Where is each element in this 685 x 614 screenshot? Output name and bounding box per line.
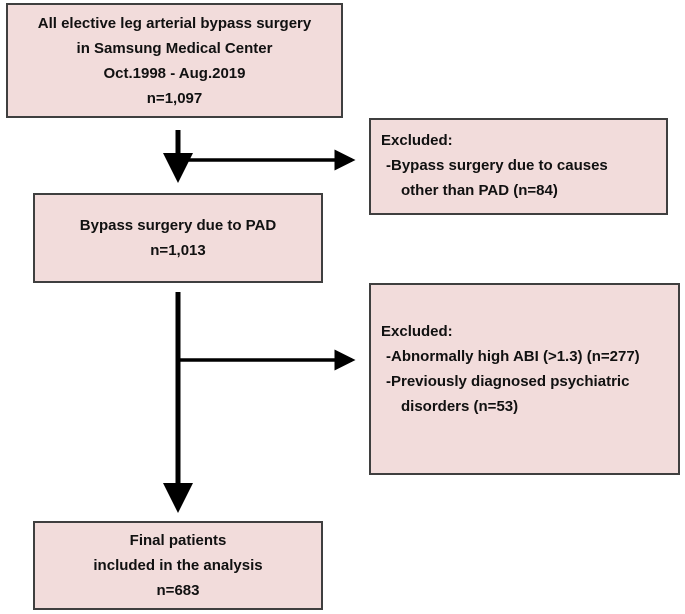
final-line-3: n=683 xyxy=(156,582,200,599)
start-box: All elective leg arterial bypass surgery… xyxy=(6,3,343,118)
excluded-1-heading: Excluded: xyxy=(381,132,453,149)
excluded-2-item-1: -Abnormally high ABI (>1.3) (n=277) xyxy=(386,348,640,365)
excluded-1-item-2: other than PAD (n=84) xyxy=(401,182,558,199)
excluded-box-1: Excluded: -Bypass surgery due to causes … xyxy=(369,118,668,215)
start-line-3: Oct.1998 - Aug.2019 xyxy=(103,64,246,82)
start-line-2: in Samsung Medical Center xyxy=(76,39,273,57)
excluded-2-item-2: -Previously diagnosed psychiatric xyxy=(386,373,630,390)
start-line-4: n=1,097 xyxy=(146,89,203,107)
pad-line-2: n=1,013 xyxy=(150,242,206,259)
final-line-1: Final patients xyxy=(129,532,227,549)
excluded-box-2: Excluded: -Abnormally high ABI (>1.3) (n… xyxy=(369,283,680,475)
pad-line-1: Bypass surgery due to PAD xyxy=(79,217,277,234)
final-box: Final patients included in the analysis … xyxy=(33,521,323,610)
pad-box: Bypass surgery due to PAD n=1,013 xyxy=(33,193,323,283)
excluded-2-item-3: disorders (n=53) xyxy=(401,398,519,415)
excluded-1-item-1: -Bypass surgery due to causes xyxy=(386,157,608,174)
start-line-1: All elective leg arterial bypass surgery xyxy=(37,14,312,32)
excluded-2-heading: Excluded: xyxy=(381,323,453,340)
final-line-2: included in the analysis xyxy=(93,557,263,574)
